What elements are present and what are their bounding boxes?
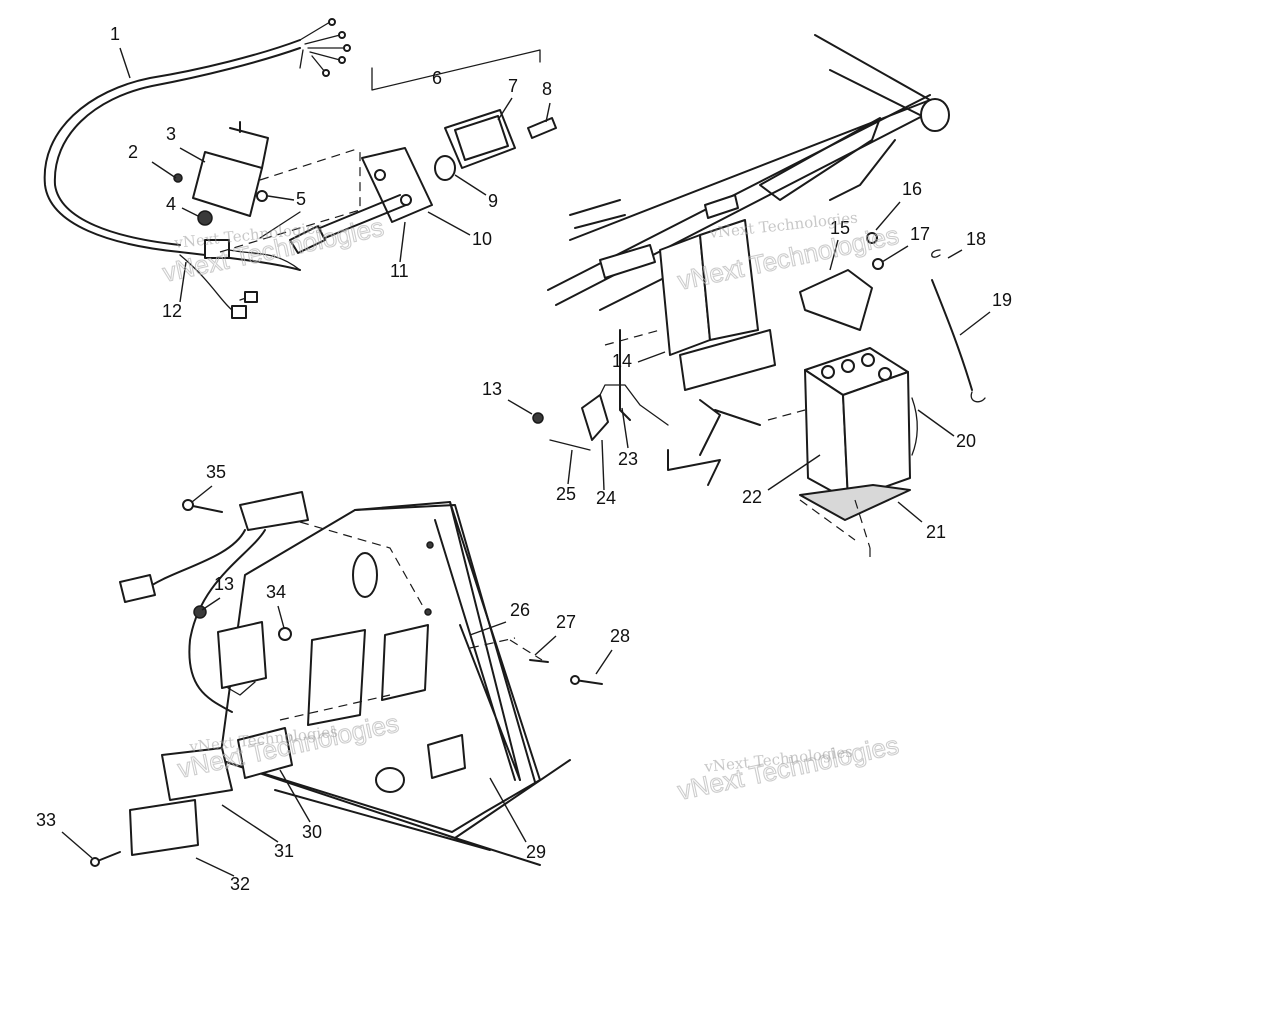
frame (547, 34, 950, 311)
tail-light (289, 49, 557, 254)
callout-label-c22: 22 (742, 487, 762, 507)
leader-line-c23 (621, 407, 629, 449)
callout-label-c14: 14 (612, 351, 632, 371)
electrical-plate (219, 501, 571, 866)
battery-box (619, 219, 776, 486)
callout-label-c12: 12 (162, 301, 182, 321)
callout-label-c13a: 13 (482, 379, 502, 399)
callout-label-c16: 16 (902, 179, 922, 199)
callout-label-c33: 33 (36, 810, 56, 830)
cdi-module (119, 491, 309, 713)
leader-line-c10 (427, 211, 471, 236)
callout-label-c32: 32 (230, 874, 250, 894)
callout-label-c5: 5 (296, 189, 306, 209)
leader-line-c13a (507, 399, 533, 415)
leader-line-c1 (119, 47, 131, 79)
battery (799, 269, 918, 521)
leader-line-c17 (881, 245, 909, 263)
bolts (90, 499, 603, 867)
callout-label-c3: 3 (166, 124, 176, 144)
leader-line-c15 (829, 239, 839, 271)
callout-label-c4: 4 (166, 194, 176, 214)
leader-line-c8 (545, 102, 551, 123)
callout-label-c29: 29 (526, 842, 546, 862)
leader-line-c16 (875, 201, 901, 231)
callout-label-c1: 1 (110, 24, 120, 44)
callout-label-c21: 21 (926, 522, 946, 542)
callout-label-c11: 11 (390, 261, 409, 281)
leader-line-c18 (947, 249, 963, 259)
callout-label-c23: 23 (618, 449, 638, 469)
callout-label-c6: 6 (432, 68, 442, 88)
leader-line-c7 (497, 97, 513, 121)
leader-line-c2 (151, 161, 177, 179)
callout-label-c9: 9 (488, 191, 498, 211)
harness-connectors (204, 211, 301, 271)
leader-line-c19 (959, 311, 991, 336)
callout-label-c27: 27 (556, 612, 576, 632)
callout-label-c13b: 13 (214, 574, 234, 594)
callout-label-c10: 10 (472, 229, 492, 249)
leader-line-c3 (179, 147, 206, 163)
leader-line-c33 (61, 831, 93, 859)
leader-line-c13b (201, 597, 221, 611)
leader-line-c9 (454, 174, 487, 196)
callout-label-c8: 8 (542, 79, 552, 99)
callout-label-c24: 24 (596, 488, 616, 508)
callout-label-c19: 19 (992, 290, 1012, 310)
leader-line-c22 (767, 454, 821, 491)
battery-strap (931, 249, 986, 403)
leader-line-c14 (637, 351, 666, 363)
rectifier-assembly (129, 727, 293, 856)
callout-label-c15: 15 (830, 218, 850, 238)
callout-label-c31: 31 (274, 841, 294, 861)
license-bracket (173, 121, 269, 226)
leader-line-c28 (595, 649, 613, 675)
leader-line-c32 (195, 857, 235, 877)
callout-label-c2: 2 (128, 142, 138, 162)
callout-label-c20: 20 (956, 431, 976, 451)
leader-line-c5 (267, 195, 295, 201)
callout-label-c25: 25 (556, 484, 576, 504)
leader-line-c20 (917, 409, 955, 437)
leader-line-c24 (601, 439, 605, 491)
voltage-regulator (532, 232, 884, 451)
leader-line-c26 (469, 621, 507, 636)
leader-line-c12 (179, 261, 187, 303)
leader-line-c21 (897, 501, 923, 523)
leader-line-c34 (277, 605, 285, 629)
leader-line-c29 (489, 777, 527, 843)
callout-label-c7: 7 (508, 76, 518, 96)
callout-label-c34: 34 (266, 582, 286, 602)
callout-label-c17: 17 (910, 224, 930, 244)
callout-label-c30: 30 (302, 822, 322, 842)
leader-line-c4 (181, 207, 199, 217)
callout-label-c18: 18 (966, 229, 986, 249)
leader-line-c35 (191, 485, 213, 503)
callout-label-c26: 26 (510, 600, 530, 620)
callout-label-c35: 35 (206, 462, 226, 482)
leader-line-c11 (399, 221, 406, 263)
leader-line-c31 (221, 804, 279, 843)
leader-line-c25 (567, 449, 573, 485)
callout-label-c28: 28 (610, 626, 630, 646)
leader-line-c27 (534, 635, 557, 656)
leader-line-c30 (279, 769, 311, 823)
